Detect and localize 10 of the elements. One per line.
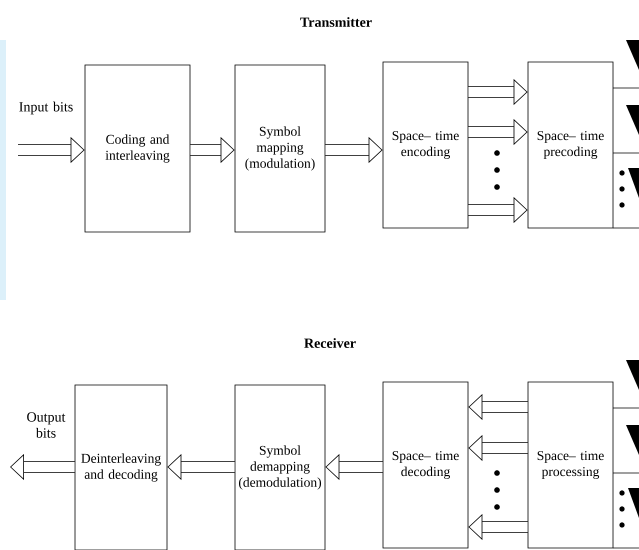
process-box: Space– time encoding (382, 62, 468, 228)
process-box: Space– time processing (528, 382, 614, 548)
process-box: Symbol mapping (modulation) (234, 64, 326, 232)
process-box: Space– time precoding (528, 62, 614, 228)
process-box: Coding and interleaving (84, 64, 190, 232)
section-title: Receiver (304, 338, 356, 348)
section-title: Transmitter (300, 17, 372, 27)
process-box: Space– time decoding (382, 382, 468, 548)
process-box: Deinterleaving and decoding (74, 384, 168, 550)
process-box: Symbol demapping (demodulation) (234, 384, 326, 550)
